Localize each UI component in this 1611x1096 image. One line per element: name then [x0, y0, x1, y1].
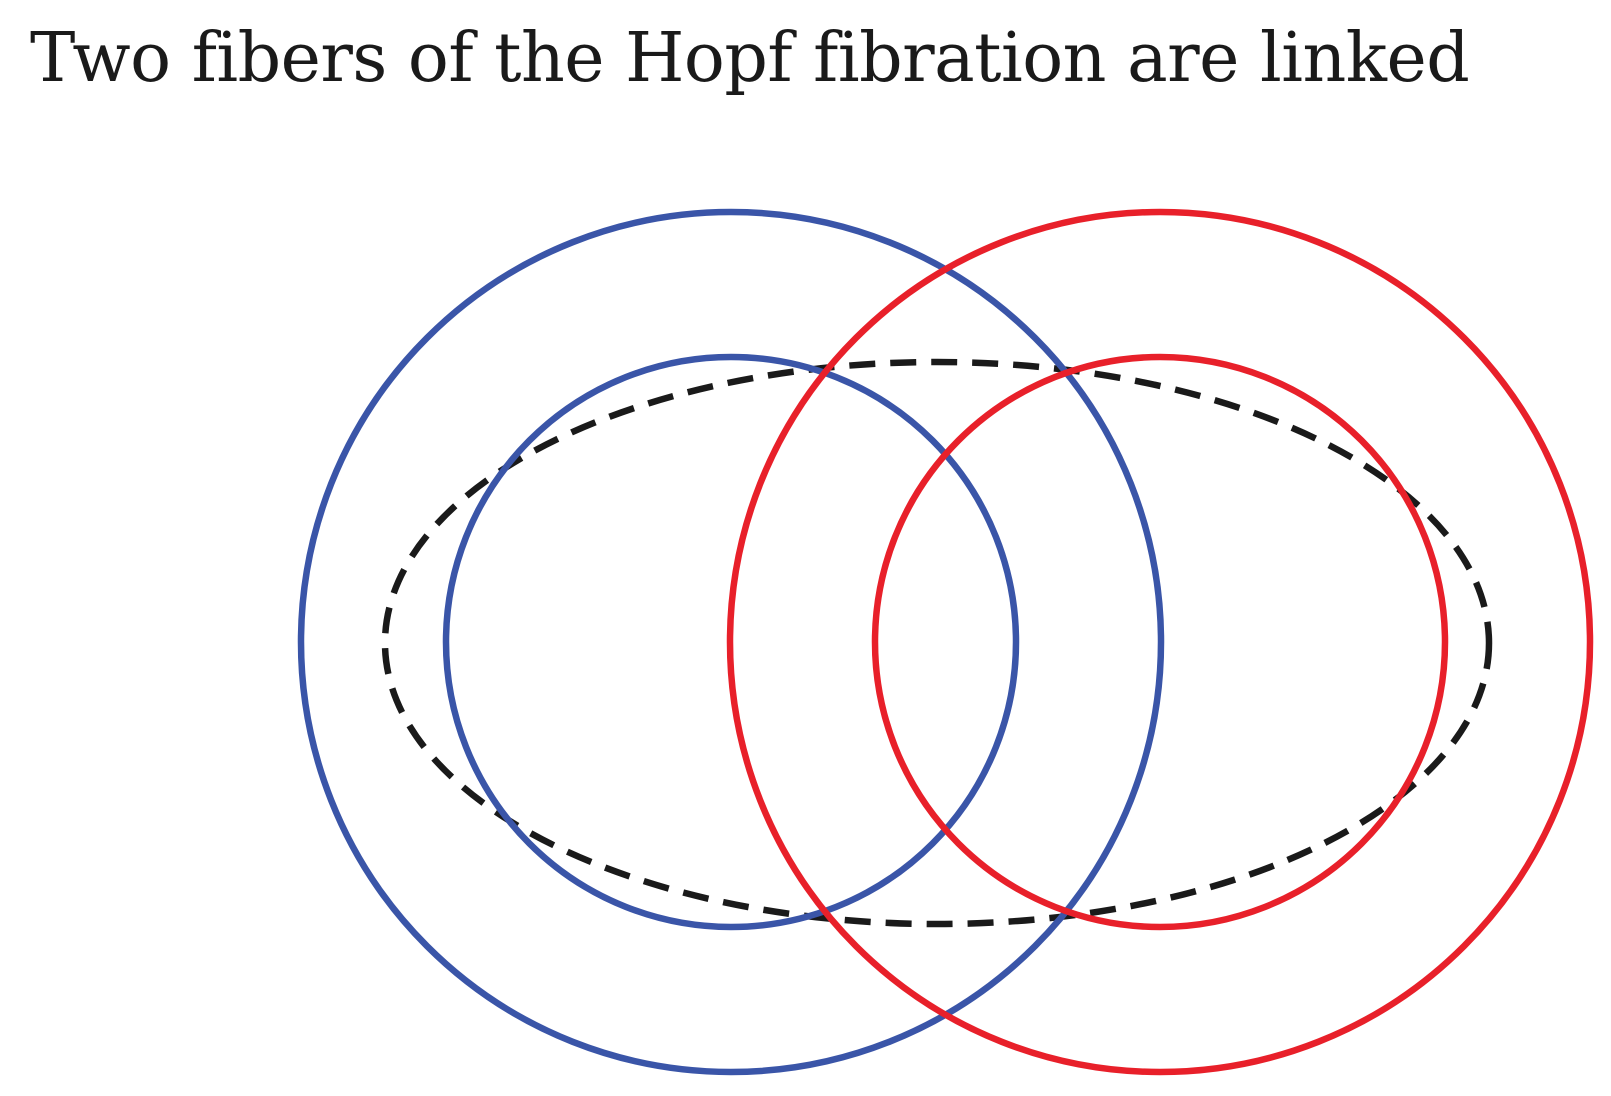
diagram-title: Two fibers of the Hopf fibration are lin…: [30, 19, 1470, 98]
blue-outer-circle: [297, 208, 1165, 1076]
dashed-ellipse: [381, 358, 1493, 928]
blue-inner-circle: [442, 353, 1020, 931]
red-inner-circle: [871, 353, 1449, 931]
red-outer-circle: [726, 208, 1594, 1076]
